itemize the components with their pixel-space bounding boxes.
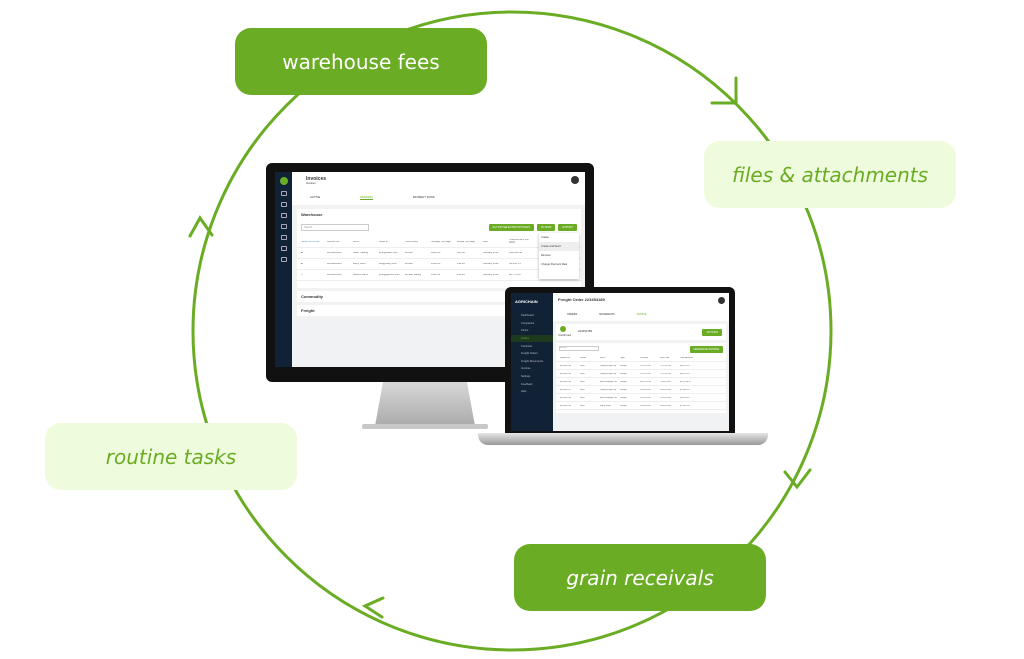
label-warehouse-fees: warehouse fees bbox=[235, 28, 487, 95]
label-files-attachments: files & attachments bbox=[704, 141, 956, 208]
nav-dashboard[interactable]: Dashboard bbox=[521, 314, 534, 318]
monitor-base bbox=[362, 424, 488, 429]
commodity-section[interactable]: Commodity bbox=[297, 291, 581, 302]
arrow-icon bbox=[188, 215, 214, 238]
brand-logo: AGRICHAIN bbox=[515, 299, 538, 304]
tab-movements[interactable]: MOVEMENTS bbox=[599, 313, 615, 316]
export-button[interactable]: EXPORT bbox=[558, 224, 577, 231]
page-subtitle: Invoices bbox=[306, 182, 316, 185]
generate-invoice-button[interactable]: GENERATE INVOICE bbox=[689, 346, 723, 353]
status-badge: Confirmed bbox=[558, 333, 571, 337]
nav-orders[interactable]: Orders bbox=[511, 334, 553, 343]
nav-feedback[interactable]: Feedback bbox=[521, 382, 533, 386]
laptop: AGRICHAIN Dashboard Companies Farms Orde… bbox=[505, 287, 735, 434]
action-menu: Create Create and Send Remove Change Pay… bbox=[539, 233, 579, 279]
laptop-screen: AGRICHAIN Dashboard Companies Farms Orde… bbox=[511, 293, 729, 431]
nav-freight-orders[interactable]: Freight Orders bbox=[521, 352, 538, 356]
label-routine-tasks: routine tasks bbox=[45, 423, 297, 490]
filters-button[interactable]: FILTERS bbox=[536, 224, 556, 231]
menu-item-create-send[interactable]: Create and Send bbox=[539, 242, 579, 251]
menu-item-remove[interactable]: Remove bbox=[541, 254, 551, 257]
action-selected-button[interactable]: ACTION SELECTED INVOICES bbox=[488, 224, 534, 231]
laptop-base bbox=[478, 433, 768, 445]
order-number: 223454189 bbox=[578, 329, 592, 333]
nav-farms[interactable]: Farms bbox=[521, 329, 529, 333]
tab-active[interactable]: ACTIVE bbox=[310, 195, 321, 199]
nav-invoices[interactable]: Invoices bbox=[521, 367, 531, 371]
page-title: Invoices bbox=[306, 176, 327, 182]
menu-item-change-date[interactable]: Change Payment Date bbox=[541, 263, 568, 266]
tab-pending[interactable]: PENDING bbox=[360, 195, 373, 200]
nav-contracts[interactable]: Contracts bbox=[521, 344, 533, 348]
page-title: Freight Order 223454189 bbox=[558, 297, 605, 302]
laptop-sidebar: AGRICHAIN Dashboard Companies Farms Orde… bbox=[511, 293, 553, 431]
nav-companies[interactable]: Companies bbox=[521, 321, 535, 325]
nav-settings[interactable]: Settings bbox=[521, 375, 531, 379]
freight-section[interactable]: Freight bbox=[297, 305, 581, 316]
search-input[interactable]: Search bbox=[559, 346, 599, 351]
sidebar bbox=[275, 172, 292, 367]
tab-orders[interactable]: ORDERS bbox=[567, 313, 578, 316]
arrow-icon bbox=[710, 76, 738, 105]
label-grain-receivals: grain receivals bbox=[514, 544, 766, 611]
menu-item-create[interactable]: Create bbox=[541, 236, 549, 239]
nav-freight-movements[interactable]: Freight Movements bbox=[521, 359, 544, 363]
tab-payment-runs[interactable]: PAYMENT RUNS bbox=[412, 195, 435, 199]
avatar[interactable] bbox=[718, 297, 725, 304]
monitor-stand bbox=[375, 382, 475, 426]
avatar[interactable] bbox=[571, 176, 579, 184]
warehouse-section: Warehouse Search ACTION SELECTED INVOICE… bbox=[297, 209, 581, 288]
search-input[interactable]: Search bbox=[301, 224, 369, 231]
arrow-icon bbox=[361, 596, 385, 619]
nav-help[interactable]: Help bbox=[521, 390, 527, 394]
arrow-icon bbox=[783, 468, 812, 490]
tab-invoice[interactable]: INVOICE bbox=[636, 313, 647, 316]
actions-button[interactable]: ACTIONS bbox=[702, 329, 722, 336]
